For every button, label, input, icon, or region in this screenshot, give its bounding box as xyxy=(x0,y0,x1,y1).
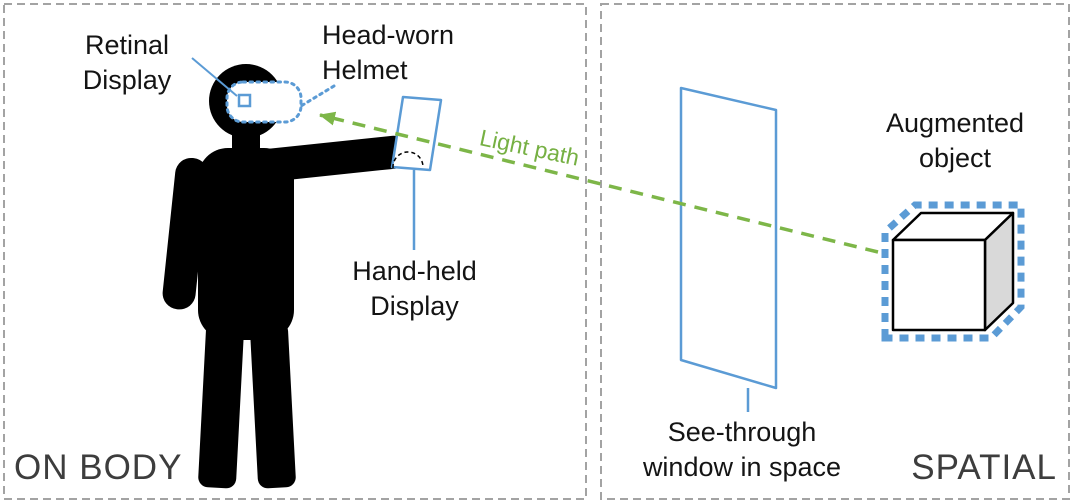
retinal-display-square xyxy=(237,93,252,108)
head-worn-helmet-label-line1: Head-worn xyxy=(322,20,455,50)
person-right-arm xyxy=(251,135,410,182)
retinal-display-connector-line xyxy=(191,57,238,97)
see-through-window-label-line1: See-through xyxy=(667,417,817,447)
person-silhouette xyxy=(162,64,410,489)
person-left-arm xyxy=(162,157,209,310)
spatial-panel-label: SPATIAL xyxy=(911,448,1057,487)
person-left-leg xyxy=(198,321,244,489)
retinal-display-label-line1: Retinal xyxy=(84,30,170,60)
light-path-arrow xyxy=(319,111,879,254)
see-through-window-label-line2: window in space xyxy=(642,452,842,482)
spatial-panel-border xyxy=(600,3,1070,500)
head-worn-helmet-label-line2: Helmet xyxy=(322,55,408,85)
hand-arc xyxy=(392,151,424,169)
hand-held-display-label-line2: Display xyxy=(370,291,459,321)
on-body-panel-border xyxy=(3,3,587,500)
helmet-connector-line xyxy=(299,84,336,108)
augmented-object-label: Augmented object xyxy=(866,106,1044,176)
cube xyxy=(891,211,1015,332)
hand-held-display-label: Hand-held Display xyxy=(332,254,497,324)
head-worn-helmet-label: Head-worn Helmet xyxy=(322,18,454,88)
on-body-panel-label: ON BODY xyxy=(14,448,183,487)
retinal-display-label-line2: Display xyxy=(82,65,172,95)
head-worn-helmet-outline xyxy=(225,80,303,124)
see-through-window-label: See-through window in space xyxy=(613,415,871,485)
hand-held-display-shape xyxy=(390,95,443,172)
see-through-window-shape xyxy=(679,86,778,390)
augmented-object-label-line2: object xyxy=(918,143,992,173)
person-torso xyxy=(198,148,294,340)
person-right-leg xyxy=(250,321,296,489)
hand-held-display-label-line1: Hand-held xyxy=(352,256,477,286)
augmented-object-label-line1: Augmented xyxy=(885,108,1025,138)
cube-front-face xyxy=(891,238,987,332)
retinal-display-label: Retinal Display xyxy=(62,28,192,98)
